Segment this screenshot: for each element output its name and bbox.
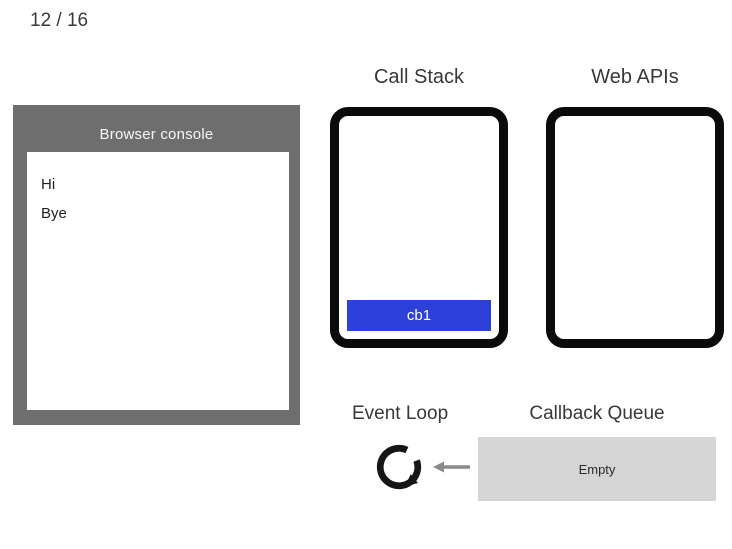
console-log-line: Hi bbox=[41, 176, 56, 193]
console-log-line: Bye bbox=[41, 205, 67, 222]
callback-queue-status: Empty bbox=[578, 461, 616, 477]
browser-console-output: Hi Bye bbox=[27, 152, 289, 410]
slide-counter: 12 / 16 bbox=[30, 10, 89, 31]
event-loop-spinner-icon bbox=[376, 444, 422, 490]
browser-console-panel: Browser console Hi Bye bbox=[13, 105, 300, 425]
callback-queue-box: Empty bbox=[478, 437, 716, 501]
call-stack-frame: cb1 bbox=[347, 300, 491, 331]
web-apis-box bbox=[546, 107, 724, 348]
web-apis-label: Web APIs bbox=[591, 66, 679, 88]
event-loop-label: Event Loop bbox=[352, 403, 449, 424]
call-stack-box: cb1 bbox=[330, 107, 508, 348]
left-arrow-icon bbox=[433, 461, 470, 473]
callback-queue-label: Callback Queue bbox=[529, 403, 665, 424]
browser-console-title: Browser console bbox=[99, 126, 214, 143]
call-stack-label: Call Stack bbox=[373, 66, 465, 88]
